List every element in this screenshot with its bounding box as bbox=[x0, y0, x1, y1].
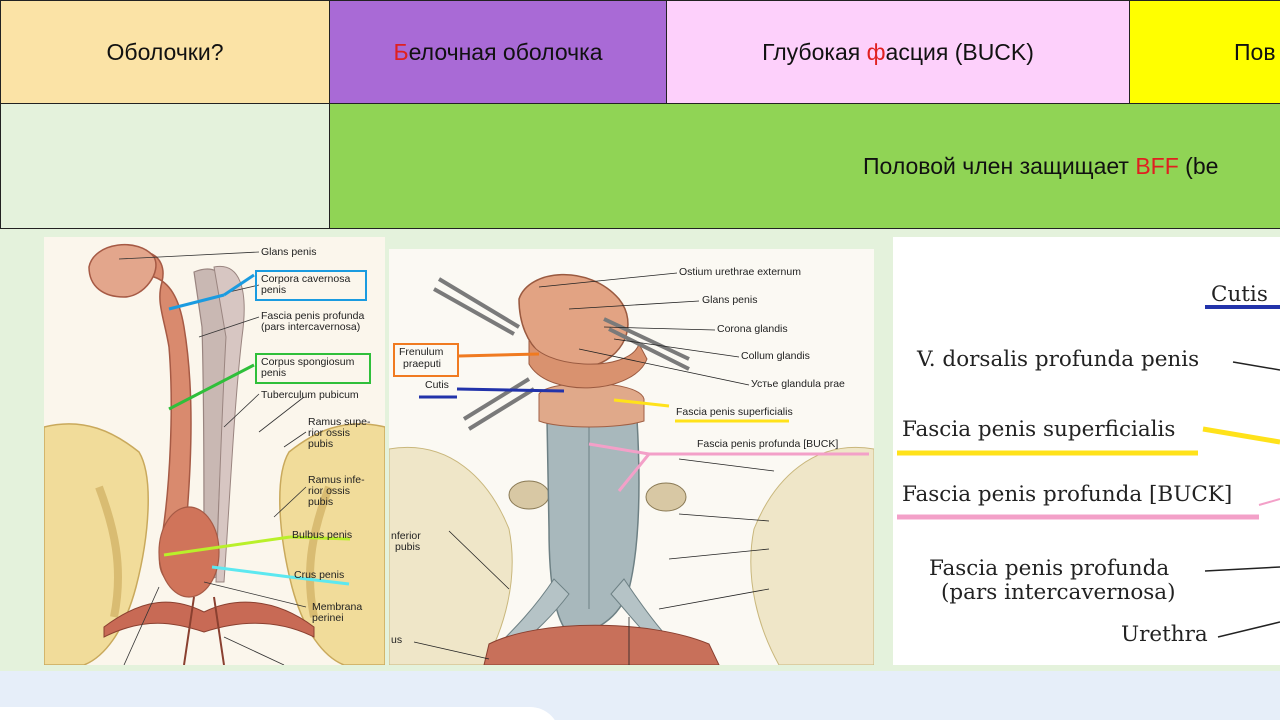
row2-text-bff: BFF bbox=[1135, 152, 1179, 179]
label-bulbus-penis: Bulbus penis bbox=[292, 529, 353, 541]
label-fascia-profunda: Fascia penis profunda bbox=[261, 310, 365, 322]
anatomy-illustration-front: Glans penis Corpora cavernosa penis Fasc… bbox=[44, 237, 385, 665]
header-cell-superficial: Пов bbox=[1129, 0, 1280, 104]
anatomy-leader-lines-zoomed bbox=[897, 305, 1280, 638]
anatomy-images-row: Glans penis Corpora cavernosa penis Fasc… bbox=[0, 228, 1280, 672]
header-label-deep-fascia-post: асция (BUCK) bbox=[885, 38, 1034, 65]
label-crus-penis: Crus penis bbox=[294, 569, 345, 581]
label-pars-intercavernosa: (pars intercavernosa) bbox=[261, 321, 361, 333]
label-corpora-cavernosa: Corpora cavernosa bbox=[261, 273, 351, 285]
label-membrana: Membrana bbox=[312, 601, 363, 613]
label-corpus-spongiosum-penis: penis bbox=[261, 367, 287, 379]
label-corpus-spongiosum: Corpus spongiosum bbox=[261, 356, 355, 368]
label-tuberculum-pubicum: Tuberculum pubicum bbox=[261, 389, 359, 401]
anatomy-labels-zoomed: Cutis V. dorsalis profunda penis Fascia … bbox=[893, 237, 1280, 665]
label-fascia-superficialis-2: Fascia penis superficialis bbox=[676, 406, 793, 418]
label-glans-penis-2: Glans penis bbox=[702, 294, 758, 306]
highlight-box-frenulum bbox=[393, 343, 459, 377]
label-urethra-zoom: Urethra bbox=[1121, 622, 1208, 647]
label-ramus-inferior-1: Ramus infe- bbox=[308, 474, 365, 486]
label-ramus-inferior-3: pubis bbox=[308, 496, 334, 508]
label-praeputi: praeputi bbox=[403, 358, 441, 370]
label-cutis-2: Cutis bbox=[425, 379, 449, 391]
label-collum-glandis: Collum glandis bbox=[741, 350, 810, 362]
label-frenulum: Frenulum bbox=[399, 346, 444, 358]
label-inferior: nferior bbox=[391, 530, 421, 542]
label-perinei: perinei bbox=[312, 612, 344, 624]
row2-text-post: (be bbox=[1178, 152, 1219, 179]
label-ostium-urethrae: Ostium urethrae externum bbox=[679, 266, 801, 278]
header-label-tunica-albuginea: елочная оболочка bbox=[408, 38, 603, 65]
row2-text-pre: Половой член защищает bbox=[863, 152, 1136, 179]
label-ramus-superior-3: pubis bbox=[308, 438, 334, 450]
label-glans-penis: Glans penis bbox=[261, 246, 317, 258]
label-ramus-inferior-2: rior ossis bbox=[308, 485, 351, 497]
highlight-box-corpora-cavernosa bbox=[255, 270, 367, 301]
label-ramus-superior-1: Ramus supe- bbox=[308, 416, 371, 428]
label-fascia-profunda-buck-zoom: Fascia penis profunda [BUCK] bbox=[902, 482, 1233, 507]
label-us: us bbox=[391, 634, 403, 646]
label-pubis-2: pubis bbox=[395, 541, 421, 553]
label-fascia-superficialis-zoom: Fascia penis superficialis bbox=[902, 417, 1176, 442]
label-fascia-profunda-buck-2: Fascia penis profunda [BUCK] bbox=[697, 438, 839, 450]
label-ustye-glandula: Устье glandula prae bbox=[751, 378, 845, 390]
bottom-strip bbox=[0, 671, 1280, 720]
label-pars-intercavernosa-zoom: (pars intercavernosa) bbox=[941, 580, 1176, 605]
header-label-deep-fascia-pre: Глубокая bbox=[762, 38, 867, 65]
bottom-tab-shape bbox=[0, 707, 560, 720]
header-highlight-letter: Б bbox=[393, 38, 409, 65]
label-ramus-superior-2: rior ossis bbox=[308, 427, 351, 439]
header-label-superficial: Пов bbox=[1234, 38, 1276, 65]
label-corona-glandis: Corona glandis bbox=[717, 323, 788, 335]
anatomy-drawing-front bbox=[44, 243, 385, 665]
label-corpora-cavernosa-penis: penis bbox=[261, 284, 287, 296]
label-v-dorsalis: V. dorsalis profunda penis bbox=[917, 347, 1200, 372]
label-cutis-zoom: Cutis bbox=[1211, 282, 1268, 307]
row2-summary-cell: Половой член защищает BFF (be bbox=[329, 103, 1280, 229]
header-label-membranes: Оболочки? bbox=[106, 38, 224, 65]
anatomy-illustration-dissection: Ostium urethrae externum Glans penis Cor… bbox=[389, 249, 874, 665]
label-fascia-profunda-zoom: Fascia penis profunda bbox=[929, 556, 1170, 581]
header-highlight-letter-f: ф bbox=[866, 38, 886, 65]
highlight-box-corpus-spongiosum bbox=[255, 353, 371, 384]
header-cell-membranes: Оболочки? bbox=[0, 0, 330, 104]
anatomy-drawing-dissection bbox=[389, 272, 874, 665]
row2-empty-cell bbox=[0, 103, 330, 229]
